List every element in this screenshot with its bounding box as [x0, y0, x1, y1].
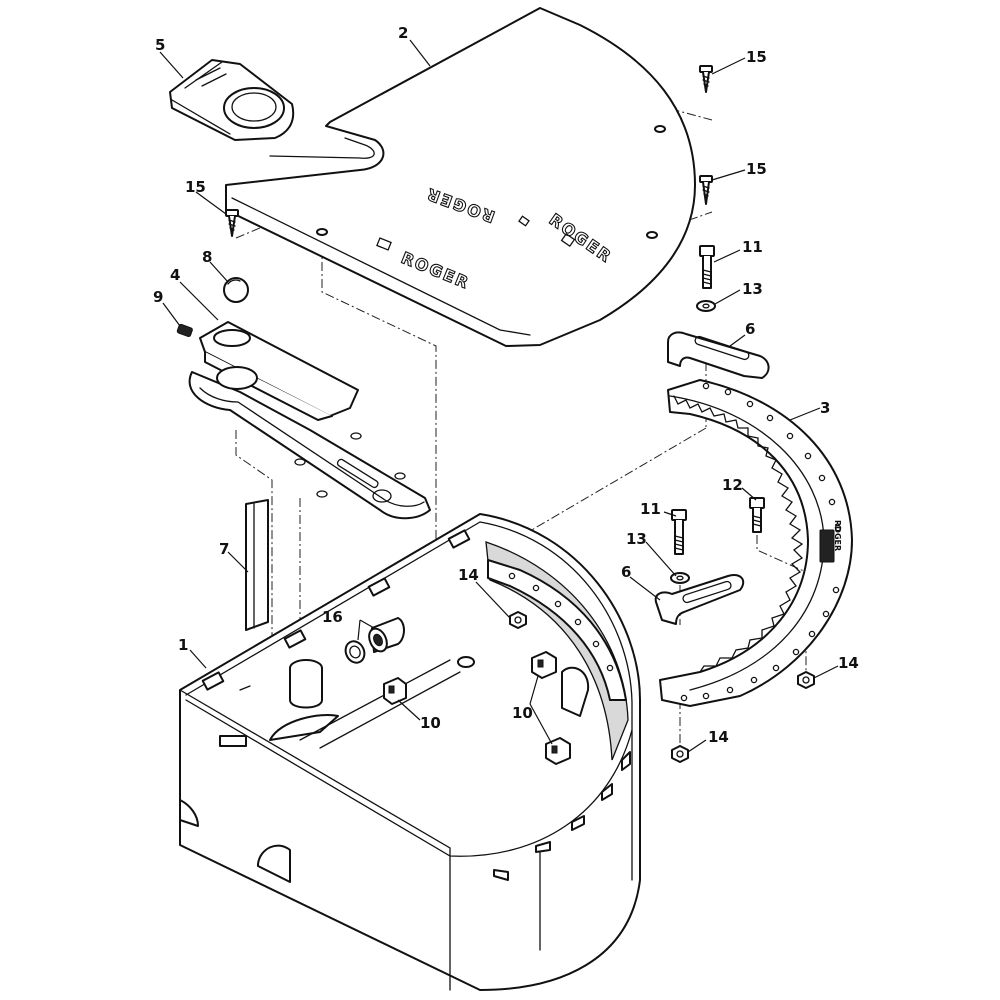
- rack-brand-label: ROGER: [833, 520, 842, 551]
- release-lever: [188, 321, 431, 520]
- bearing-bushing: [344, 617, 405, 664]
- callout-4: 4: [170, 266, 180, 284]
- ball-knob: [223, 277, 249, 303]
- housing-base: [179, 513, 641, 991]
- callout-6-upper: 6: [745, 320, 755, 338]
- cover-plate: ROGER ROGER ROGER: [225, 7, 696, 347]
- gasket-strip: [245, 499, 269, 631]
- callout-5: 5: [155, 36, 165, 54]
- gear-rack: ROGER: [659, 379, 853, 707]
- callout-11-upper: 11: [742, 238, 763, 256]
- callout-7: 7: [219, 540, 229, 558]
- limit-cam-lower: [654, 574, 745, 625]
- callout-16: 16: [322, 608, 343, 626]
- callout-3: 3: [820, 399, 830, 417]
- callout-13-upper: 13: [742, 280, 763, 298]
- callout-14-right: 14: [838, 654, 859, 672]
- release-cap: [169, 59, 295, 141]
- washer-lower: [670, 572, 690, 584]
- bolt-upper: [699, 245, 715, 289]
- callout-8: 8: [202, 248, 212, 266]
- bolt-lower: [671, 509, 687, 555]
- callout-10-left: 10: [420, 714, 441, 732]
- limit-stop-mid: [531, 651, 557, 679]
- screw-top-right: [699, 65, 713, 93]
- callout-11-lower: 11: [640, 500, 661, 518]
- limit-cam-upper: [667, 331, 770, 379]
- callout-14-housing: 14: [458, 566, 479, 584]
- limit-stop-left: [383, 677, 407, 705]
- callout-12: 12: [722, 476, 743, 494]
- screw-mid-right: [699, 175, 713, 205]
- nut-right: [797, 671, 815, 689]
- callout-14-bottom: 14: [708, 728, 729, 746]
- set-screw: [176, 323, 193, 338]
- limit-stop-low: [545, 737, 571, 765]
- bolt-12: [749, 497, 765, 533]
- callout-13-lower: 13: [626, 530, 647, 548]
- callout-6-lower: 6: [621, 563, 631, 581]
- callout-labels: 1 2 3 4 5 6 6 7 8 9 10 10 11 11 12 13 13…: [153, 24, 859, 746]
- callout-2: 2: [398, 24, 408, 42]
- nut-housing: [509, 611, 527, 629]
- callout-15-left: 15: [185, 178, 206, 196]
- callout-9: 9: [153, 288, 163, 306]
- callout-leaders: [159, 39, 839, 753]
- washer-upper: [696, 300, 716, 312]
- callout-15-mid-right: 15: [746, 160, 767, 178]
- callout-15-top-right: 15: [746, 48, 767, 66]
- callout-1: 1: [178, 636, 188, 654]
- callout-10-right: 10: [512, 704, 533, 722]
- nut-bottom: [671, 745, 689, 763]
- screw-left: [225, 209, 239, 237]
